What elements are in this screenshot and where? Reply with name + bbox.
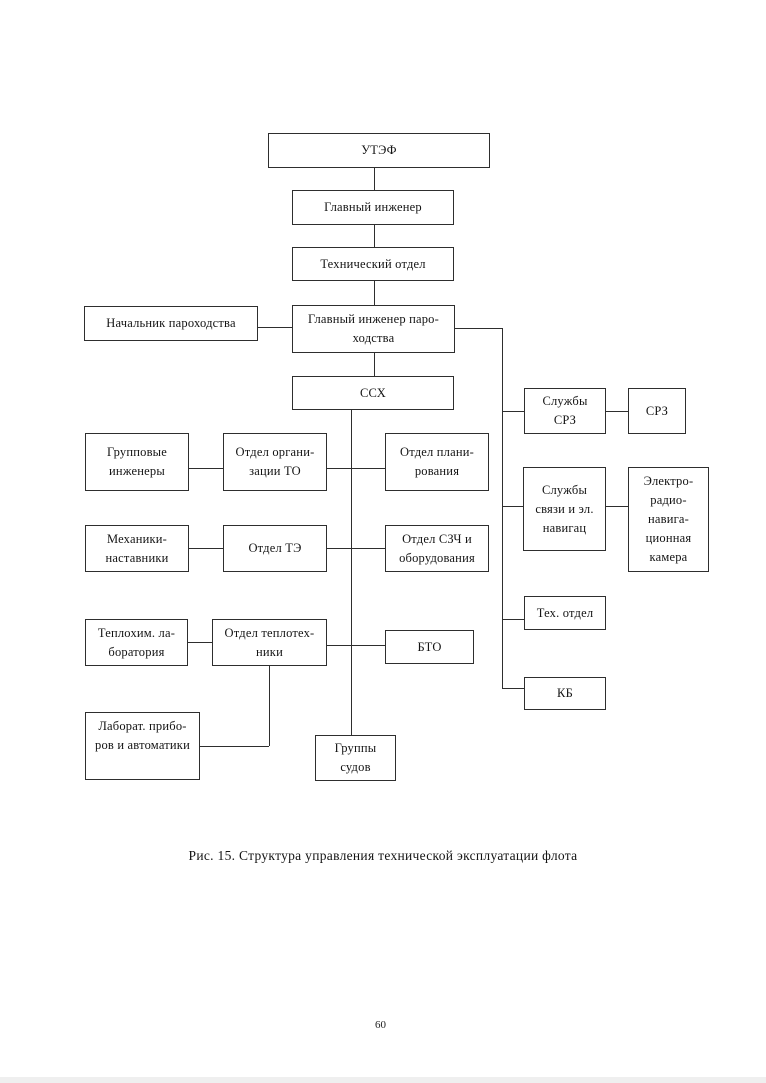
node-label: Теплохим. ла- боратория <box>97 625 176 659</box>
node-gruppovye-inzhenery: Групповые инженеры <box>85 433 189 491</box>
node-ssh: ССХ <box>292 376 454 410</box>
connector-line <box>351 410 352 735</box>
figure-caption: Рис. 15. Структура управления техническо… <box>188 848 578 863</box>
node-label: Механики- наставники <box>105 531 169 565</box>
node-label: Отдел плани- рования <box>399 445 474 478</box>
node-tekh-otdel: Тех. отдел <box>524 596 606 630</box>
node-utef: УТЭФ <box>268 133 490 168</box>
node-label: Лаборат. прибо- ров и автоматики <box>95 719 190 752</box>
connector-line <box>606 506 628 507</box>
connector-line <box>502 688 524 689</box>
node-mekhaniki-nastavniki: Механики- наставники <box>85 525 189 572</box>
node-label: Групповые инженеры <box>106 445 168 478</box>
node-label: Отдел теплотех- ники <box>224 625 315 659</box>
node-label: Главный инженер паро- ходства <box>308 312 439 345</box>
node-gruppy-sudov: Группы судов <box>315 735 396 781</box>
node-tekhnicheskiy-otdel: Технический отдел <box>292 247 454 281</box>
connector-line <box>502 328 503 688</box>
node-label: КБ <box>557 686 573 700</box>
connector-line <box>374 225 375 247</box>
node-otdel-organizatsii-to: Отдел органи- зации ТО <box>223 433 327 491</box>
node-label: Службы СРЗ <box>542 394 588 427</box>
node-label: Группы судов <box>334 741 377 774</box>
node-otdel-planirovaniya: Отдел плани- рования <box>385 433 489 491</box>
connector-line <box>502 506 523 507</box>
node-glavny-inzhener: Главный инженер <box>292 190 454 225</box>
node-label: Главный инженер <box>324 200 422 214</box>
connector-line <box>269 666 270 746</box>
connector-line <box>327 548 385 549</box>
node-elektroradionavigatsionnaya-kamera: Электро- радио- навига- ционная камера <box>628 467 709 572</box>
connector-line <box>374 353 375 376</box>
node-label: Отдел ТЭ <box>248 541 302 555</box>
connector-line <box>374 281 375 305</box>
node-bto: БТО <box>385 630 474 664</box>
connector-line <box>374 168 375 190</box>
page-number: 60 <box>375 1019 386 1031</box>
connector-line <box>455 328 502 329</box>
node-label: Технический отдел <box>320 256 426 271</box>
node-laboratoriya-priborov-i-avtomatiki: Лаборат. прибо- ров и автоматики <box>85 712 200 780</box>
connector-line <box>258 327 292 328</box>
node-otdel-te: Отдел ТЭ <box>223 525 327 572</box>
node-label: Отдел органи- зации ТО <box>235 445 315 478</box>
connector-line <box>188 642 212 643</box>
node-nachalnik-parokhodstva: Начальник пароходства <box>84 306 258 341</box>
node-label: Тех. отдел <box>536 605 594 620</box>
node-label: СРЗ <box>645 403 669 418</box>
connector-line <box>189 468 223 469</box>
scan-edge-artifact <box>0 1077 766 1083</box>
node-srz: СРЗ <box>628 388 686 434</box>
node-otdel-teplotekhniki: Отдел теплотех- ники <box>212 619 327 666</box>
connector-line <box>327 468 385 469</box>
node-label: БТО <box>417 639 442 654</box>
node-otdel-szch: Отдел СЗЧ и оборудования <box>385 525 489 572</box>
node-label: ССХ <box>360 385 386 400</box>
node-sluzhby-svyazi-navigatsii: Службы связи и эл. навигац <box>523 467 606 551</box>
connector-line <box>502 619 524 620</box>
node-label: УТЭФ <box>361 143 397 157</box>
node-label: Службы связи и эл. навигац <box>535 482 594 535</box>
node-label: Начальник пароходства <box>106 316 236 330</box>
connector-line <box>606 411 628 412</box>
node-kb: КБ <box>524 677 606 710</box>
node-glavny-inzhener-parokhodstva: Главный инженер паро- ходства <box>292 305 455 353</box>
connector-line <box>327 645 385 646</box>
connector-line <box>502 411 524 412</box>
connector-line <box>189 548 223 549</box>
node-label: Электро- радио- навига- ционная камера <box>643 474 694 564</box>
node-label: Отдел СЗЧ и оборудования <box>399 531 475 565</box>
node-sluzhby-srz: Службы СРЗ <box>524 388 606 434</box>
connector-line <box>200 746 269 747</box>
node-teplokhim-laboratoriya: Теплохим. ла- боратория <box>85 619 188 666</box>
